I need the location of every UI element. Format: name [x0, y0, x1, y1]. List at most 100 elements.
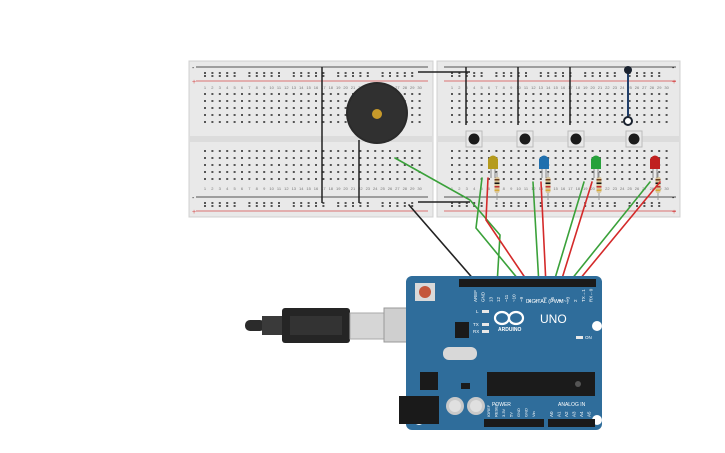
column-number: 28 [650, 85, 655, 90]
rail-minus-label: - [192, 65, 195, 72]
breadboard-left: 1122334455667788991010111112121313141415… [188, 60, 434, 218]
column-number: 1 [451, 186, 454, 191]
column-number: 8 [256, 186, 259, 191]
column-number: 4 [473, 85, 476, 90]
analog-pin-label: A2 [564, 411, 569, 417]
column-number: 23 [366, 186, 371, 191]
column-number: 6 [488, 186, 491, 191]
pushbutton-icon [625, 130, 643, 148]
column-number: 12 [284, 186, 289, 191]
column-number: 2 [211, 186, 214, 191]
column-number: 2 [211, 85, 214, 90]
column-number: 13 [292, 85, 297, 90]
column-number: 24 [620, 85, 625, 90]
column-number: 7 [248, 186, 251, 191]
column-number: 18 [576, 85, 581, 90]
resistor-icon [494, 172, 500, 200]
column-number: 17 [321, 186, 326, 191]
column-number: 17 [568, 85, 573, 90]
rail-labels: - + - + - + - + [192, 65, 676, 216]
resistor-icon [596, 172, 602, 200]
column-number: 12 [284, 85, 289, 90]
rail-plus-label: + [192, 209, 196, 216]
digital-pin-label: ~10 [512, 294, 517, 302]
column-number: 2 [458, 85, 461, 90]
column-number: 24 [373, 186, 378, 191]
column-number: 8 [503, 186, 506, 191]
column-number: 30 [417, 85, 422, 90]
column-number: 9 [510, 186, 513, 191]
column-number: 14 [299, 186, 304, 191]
column-number: 12 [531, 85, 536, 90]
resistors [494, 172, 661, 200]
digital-pin-label: 4 [558, 299, 563, 302]
column-number: 28 [403, 186, 408, 191]
column-number: 3 [219, 85, 222, 90]
column-number: 28 [403, 85, 408, 90]
column-number: 26 [388, 186, 393, 191]
column-number: 23 [613, 186, 618, 191]
column-number: 4 [473, 186, 476, 191]
digital-pin-label: AREF [473, 290, 478, 302]
column-number: 18 [576, 186, 581, 191]
column-number: 5 [480, 186, 483, 191]
column-number: 8 [503, 85, 506, 90]
column-number: 26 [635, 186, 640, 191]
power-label: POWER [492, 402, 511, 408]
column-number: 10 [269, 85, 274, 90]
power-pin-label: 5V [509, 412, 514, 417]
power-pin-label: RESET [494, 403, 499, 417]
l-label: L [476, 309, 479, 314]
rail-plus-label: + [672, 209, 676, 216]
usb-cable [245, 307, 435, 343]
uno-logo-text: UNO [540, 312, 567, 326]
column-number: 28 [650, 186, 655, 191]
rail-minus-label: - [672, 195, 675, 202]
column-number: 21 [351, 85, 356, 90]
digital-pin-label: ~6 [542, 296, 547, 302]
column-number: 6 [488, 85, 491, 90]
power-pin-label: IOREF [486, 404, 491, 417]
column-number: 25 [627, 186, 632, 191]
column-number: 15 [306, 85, 311, 90]
column-number: 19 [583, 85, 588, 90]
column-number: 2 [458, 186, 461, 191]
column-number: 1 [451, 85, 454, 90]
column-number: 9 [510, 85, 513, 90]
column-number: 29 [410, 186, 415, 191]
column-number: 21 [351, 186, 356, 191]
column-number: 20 [343, 85, 348, 90]
digital-label: DIGITAL (PWM~) [526, 299, 569, 305]
led-yellow-icon [488, 155, 498, 178]
pushbutton-icon [516, 130, 534, 148]
rail-plus-label: + [672, 79, 676, 86]
digital-pin-label: ~3 [565, 296, 570, 302]
column-number: 1 [204, 186, 207, 191]
led-green-icon [591, 155, 601, 178]
power-pin-label: GND [524, 408, 529, 417]
column-number: 13 [539, 85, 544, 90]
column-number: 9 [263, 186, 266, 191]
column-number: 30 [417, 186, 422, 191]
rail-minus-label: - [192, 195, 195, 202]
column-number: 27 [642, 85, 647, 90]
column-number: 11 [277, 186, 282, 191]
resistor-icon [545, 172, 551, 200]
rail-plus-label: + [192, 79, 196, 86]
column-number: 4 [226, 186, 229, 191]
led-red-icon [650, 155, 660, 178]
column-number: 27 [395, 186, 400, 191]
column-number: 24 [620, 186, 625, 191]
column-number: 3 [466, 186, 469, 191]
column-number: 10 [516, 85, 521, 90]
column-number: 11 [524, 85, 529, 90]
column-number: 4 [226, 85, 229, 90]
power-pin-label: GND [516, 408, 521, 417]
column-number: 15 [553, 85, 558, 90]
column-number: 16 [561, 186, 566, 191]
analog-pin-label: A3 [572, 411, 577, 417]
tx-label: TX [473, 322, 479, 327]
digital-pin-label: 12 [496, 296, 501, 302]
analog-label: ANALOG IN [558, 402, 586, 408]
